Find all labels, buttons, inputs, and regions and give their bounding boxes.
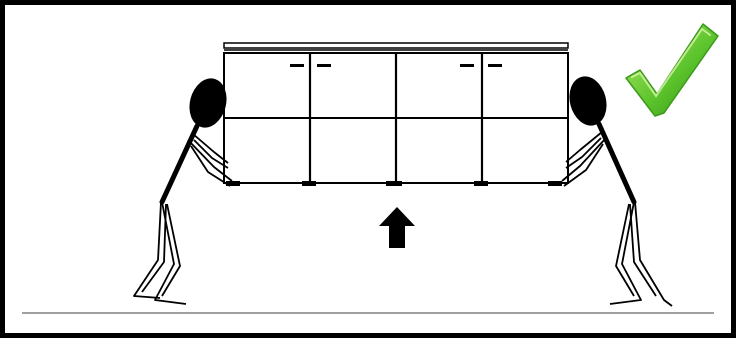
checkmark-icon <box>625 23 719 117</box>
right-lifter-head <box>569 76 607 126</box>
handle <box>290 64 304 67</box>
left-lifter-head <box>189 78 227 128</box>
right-lifter-figure <box>561 76 673 307</box>
handle <box>460 64 474 67</box>
cabinet <box>223 42 569 186</box>
handle <box>317 64 331 67</box>
handle <box>488 64 502 67</box>
up-arrow-icon <box>379 207 415 248</box>
left-lifter-figure <box>133 78 233 305</box>
